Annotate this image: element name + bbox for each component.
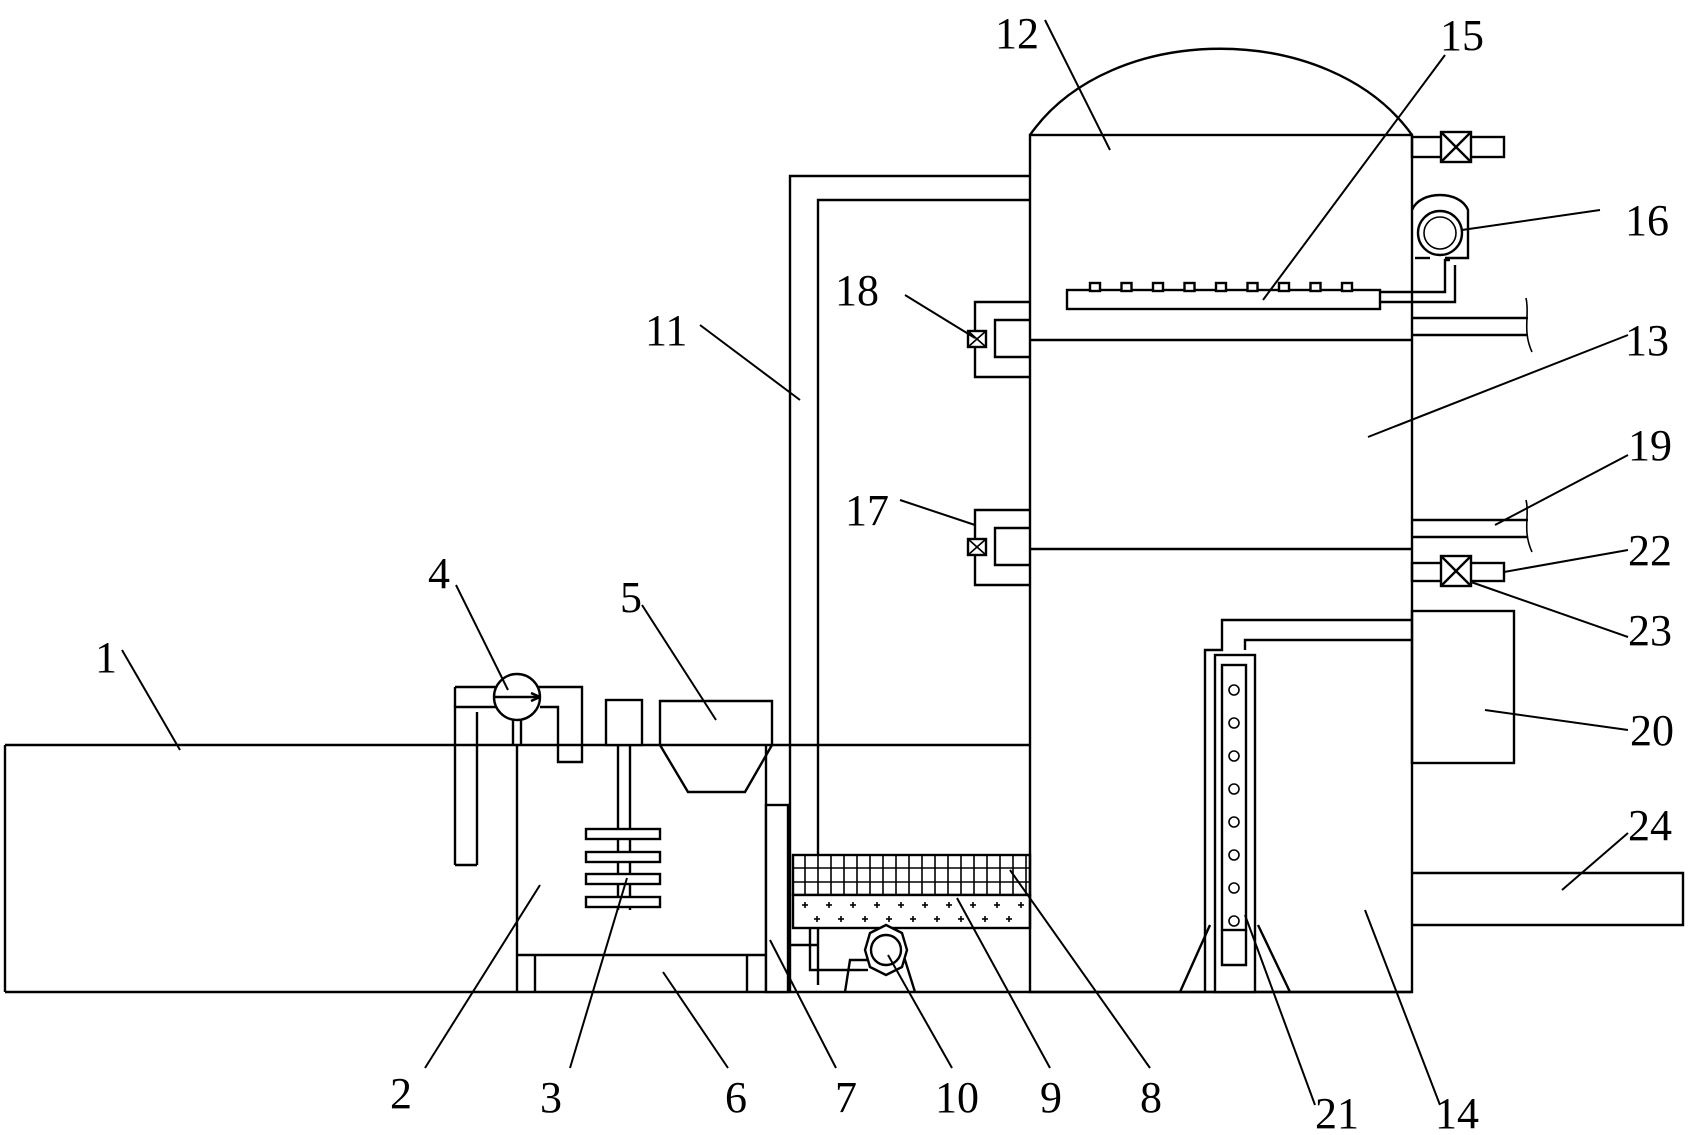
label-21: 21: [1315, 1089, 1359, 1135]
pipe-11: [788, 174, 1030, 992]
mixing-tank-2: [515, 745, 768, 992]
filter-8: [791, 853, 1032, 897]
label-1: 1: [95, 633, 117, 682]
label-15: 15: [1440, 11, 1484, 60]
label-4: 4: [428, 549, 450, 598]
label-3: 3: [540, 1073, 562, 1122]
pipe-24: [1412, 871, 1685, 927]
outlet-pipe-upper: [1412, 297, 1533, 353]
pump-16: [1410, 193, 1470, 260]
stirrer-3: [584, 698, 662, 910]
box-20: [1410, 609, 1516, 765]
filter-9: [791, 893, 1032, 930]
label-14: 14: [1435, 1089, 1479, 1135]
label-13: 13: [1625, 316, 1669, 365]
outlet-pipe-19: [1412, 499, 1533, 553]
label-8: 8: [1140, 1073, 1162, 1122]
label-17: 17: [845, 486, 889, 535]
label-16: 16: [1625, 196, 1669, 245]
label-18: 18: [835, 266, 879, 315]
label-12: 12: [995, 9, 1039, 58]
pump-4: [453, 672, 584, 867]
label-22: 22: [1628, 526, 1672, 575]
label-20: 20: [1630, 706, 1674, 755]
valve-23: [1410, 554, 1506, 588]
label-19: 19: [1628, 421, 1672, 470]
label-11: 11: [645, 306, 687, 355]
wall-7: [764, 803, 790, 994]
label-2: 2: [390, 1069, 412, 1118]
hopper-5: [658, 699, 774, 794]
aeration-column-21: [1178, 618, 1412, 994]
spray-pipe-15: [1065, 258, 1457, 311]
label-23: 23: [1628, 606, 1672, 655]
label-7: 7: [835, 1073, 857, 1122]
leader-lines: [121, 19, 1629, 1106]
pump-10: [843, 923, 917, 993]
label-10: 10: [935, 1073, 979, 1122]
number-labels: 1 2 3 4 5 6 7 8 9 10 11 12 13 14 15 16 1…: [95, 9, 1674, 1135]
label-9: 9: [1040, 1073, 1062, 1122]
label-5: 5: [620, 573, 642, 622]
valve-18: [966, 300, 1030, 379]
label-6: 6: [725, 1073, 747, 1122]
top-valve: [1410, 130, 1506, 164]
valve-17: [966, 508, 1030, 587]
label-24: 24: [1628, 801, 1672, 850]
